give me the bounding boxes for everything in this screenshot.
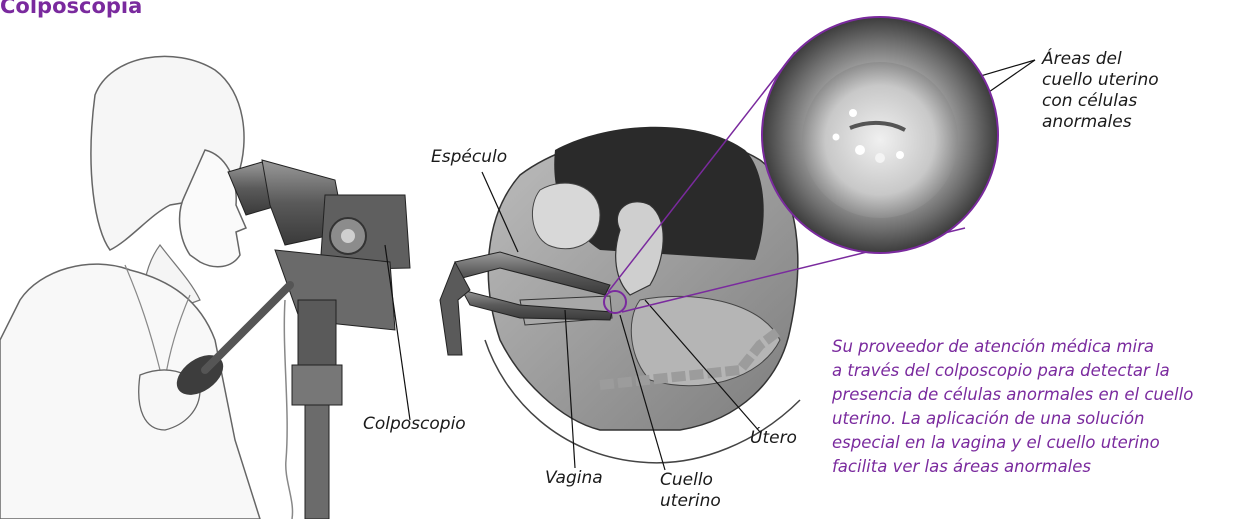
pole-clamp — [292, 365, 342, 405]
pole — [305, 405, 329, 519]
label-especulo: Espéculo — [431, 147, 507, 168]
cervix-surface — [802, 62, 958, 218]
lens-center — [341, 229, 355, 243]
label-colposcopio: Colposcopio — [363, 414, 466, 435]
torso — [0, 264, 260, 519]
label-vagina: Vagina — [545, 468, 603, 489]
description-caption: Su proveedor de atención médica mira a t… — [832, 335, 1259, 479]
abnormal-spot-2 — [833, 134, 840, 141]
bladder — [532, 183, 600, 249]
label-cuello-uterino: Cuello uterino — [660, 470, 721, 512]
label-areas-anormales: Áreas del cuello uterino con células ano… — [1042, 49, 1159, 133]
abnormal-spot-3 — [855, 145, 865, 155]
colposcopio-pointer — [385, 245, 410, 420]
label-utero: Útero — [750, 428, 797, 449]
pole-collar — [298, 300, 336, 370]
arm — [205, 285, 290, 370]
abnormal-spot-4 — [875, 153, 885, 163]
abnormal-spot-5 — [896, 151, 904, 159]
cord — [284, 300, 292, 519]
pelvic-anatomy — [485, 127, 800, 463]
person-figure — [0, 56, 260, 519]
abnormal-spot-1 — [849, 109, 857, 117]
